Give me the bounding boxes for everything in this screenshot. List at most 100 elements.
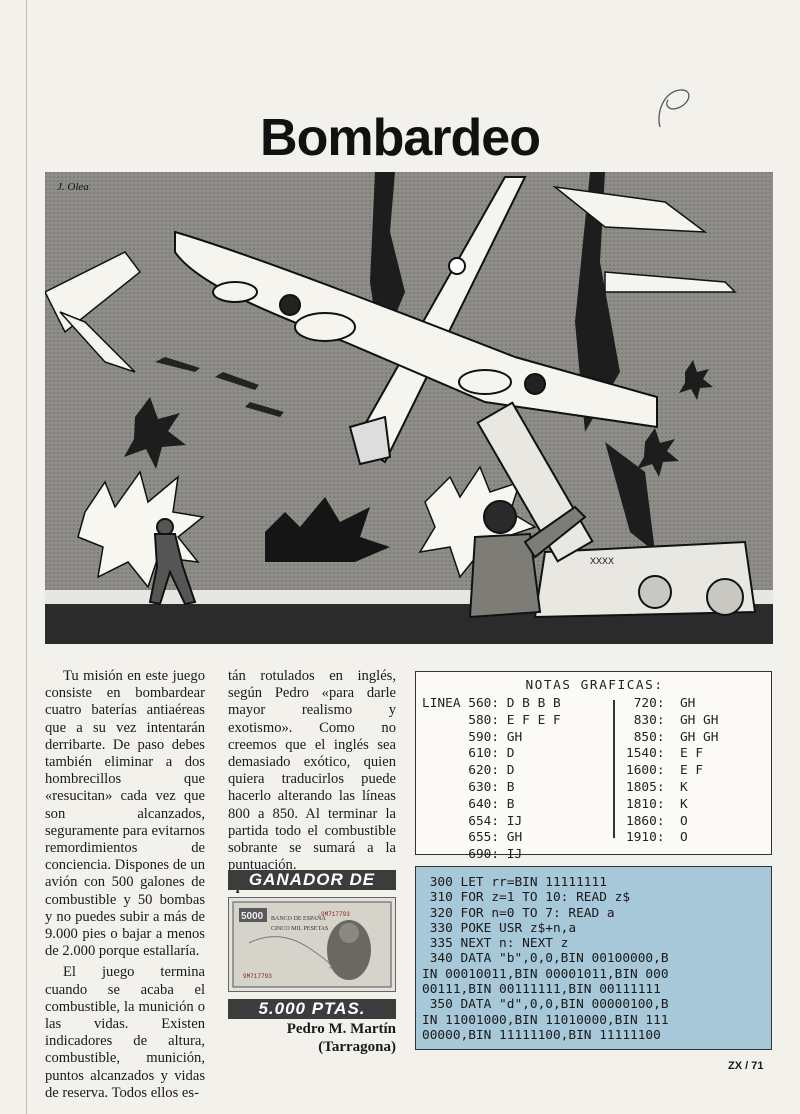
graphic-note-chars: D: [506, 763, 515, 779]
graphic-note-line: 620:: [468, 763, 507, 779]
graphic-note-row: 850: GH GH: [626, 729, 719, 747]
graphic-note-chars: GH: [506, 830, 523, 846]
graphic-note-row: 1860: O: [626, 814, 718, 831]
graphic-note-line: 720:: [626, 696, 680, 711]
code-line: IN 11001000,BIN 11010000,BIN 111: [422, 1012, 669, 1028]
code-line: 310 FOR z=1 TO 10: READ z$: [422, 890, 631, 906]
banner-top-text: GANADOR DE: [228, 870, 396, 890]
graphic-note-line: 1910:: [626, 830, 680, 846]
banknote-image: 5000 BANCO DE ESPAÑA CINCO MIL PESETAS 9…: [228, 897, 396, 992]
graphic-note-chars: O: [679, 830, 688, 846]
author-credit: Pedro M. Martín (Tarragona): [228, 1020, 396, 1056]
code-line: 00111,BIN 00111111,BIN 00111111: [422, 982, 661, 998]
graphic-note-chars: D B B B: [506, 696, 561, 711]
graphic-note-chars: GH: [679, 696, 696, 711]
graphic-note-chars: E F E F: [506, 712, 561, 728]
handwritten-mark: [658, 89, 690, 128]
soldier: [468, 500, 587, 619]
graphic-note-line: 610:: [468, 746, 507, 762]
graphic-note-line: 690:: [468, 847, 507, 863]
graphic-note-chars: K: [679, 796, 688, 812]
graphic-note-row: 654: IJ: [422, 814, 561, 831]
graphic-notes-box: NOTAS GRAFICAS: LINEA 560: D B B B 580: …: [415, 671, 772, 862]
svg-text:XXXX: XXXX: [590, 556, 614, 566]
graphic-note-row: 690: IJ: [422, 847, 561, 864]
graphic-note-row: 720: GH: [626, 696, 718, 713]
graphic-note-prefix: [422, 814, 468, 829]
graphic-note-chars: E F: [679, 746, 704, 762]
article-paragraph-1: Tu misión en este juego consiste en bomb…: [45, 668, 205, 960]
basic-listing-box: 300 LET rr=BIN 11111111 310 FOR z=1 TO 1…: [415, 866, 772, 1050]
banner-bottom-text: 5.000 PTAS.: [228, 999, 396, 1019]
graphic-note-line: 560:: [468, 696, 507, 711]
code-line: 350 DATA "d",0,0,BIN 00000100,B: [422, 997, 669, 1013]
code-line: 340 DATA "b",0,0,BIN 00100000,B: [422, 951, 669, 967]
graphic-note-prefix: [422, 713, 468, 728]
page-title: Bombardeo: [260, 109, 541, 167]
artist-signature: J. Olea: [57, 181, 89, 193]
winner-banner: GANADOR DE 5000 BANCO DE ESPAÑA CINCO MI…: [228, 870, 396, 1020]
graphic-notes-title: NOTAS GRAFICAS:: [525, 678, 664, 693]
graphic-note-chars: GH GH: [679, 712, 719, 728]
svg-text:BANCO DE ESPAÑA: BANCO DE ESPAÑA: [271, 914, 326, 922]
graphic-note-line: 830:: [626, 712, 680, 728]
graphic-note-chars: O: [679, 813, 688, 829]
graphic-note-line: 655:: [468, 830, 507, 846]
graphic-note-line: 580:: [468, 712, 507, 728]
article-paragraph-2: El juego termina cuando se acaba el comb…: [45, 964, 205, 1101]
graphic-note-row: 1600: E F: [626, 763, 718, 780]
page-binding-edge: [26, 0, 27, 1114]
war-illustration: XXXX J. Olea: [45, 172, 773, 644]
graphic-note-prefix: [422, 847, 468, 862]
code-line: 300 LET rr=BIN 11111111: [422, 875, 607, 890]
code-line: IN 00010011,BIN 00001011,BIN 000: [422, 966, 669, 982]
graphic-note-line: 630:: [468, 779, 507, 795]
page-number: ZX / 71: [728, 1060, 764, 1072]
graphic-note-row: LINEA 560: D B B B: [422, 696, 561, 713]
article-paragraph-3: tán rotulados en inglés, según Pedro «pa…: [228, 668, 396, 874]
graphic-note-row: 1910: O: [626, 830, 718, 847]
graphic-note-chars: B: [506, 796, 515, 812]
graphic-note-row: 590: GH: [422, 730, 561, 747]
article-column-1: Tu misión en este juego consiste en bomb…: [45, 668, 205, 1106]
svg-text:5000: 5000: [241, 911, 264, 922]
svg-text:9M717793: 9M717793: [321, 911, 350, 918]
graphic-note-chars: D: [506, 746, 515, 762]
graphic-note-line: 1860:: [626, 813, 680, 829]
graphic-note-chars: E F: [679, 763, 704, 779]
svg-text:9M717793: 9M717793: [243, 973, 272, 980]
graphic-note-line: 1805:: [626, 779, 680, 795]
author-city: (Tarragona): [318, 1039, 396, 1055]
graphic-note-prefix: LINEA: [422, 696, 469, 711]
graphic-notes-divider: [613, 700, 615, 838]
bomber-plane: [174, 176, 658, 466]
graphic-note-row: 580: E F E F: [422, 712, 561, 730]
code-line: 335 NEXT n: NEXT z: [422, 936, 569, 952]
graphic-note-line: 590:: [468, 729, 507, 745]
svg-text:CINCO MIL PESETAS: CINCO MIL PESETAS: [271, 926, 328, 932]
graphic-note-row: 1540: E F: [626, 746, 718, 763]
graphic-note-prefix: [422, 730, 468, 745]
graphic-note-row: 640: B: [422, 797, 561, 814]
graphic-note-line: 850:: [626, 729, 680, 745]
graphic-note-prefix: [422, 780, 468, 795]
graphic-note-prefix: [422, 763, 468, 778]
graphic-note-row: 655: GH: [422, 830, 561, 847]
graphic-note-line: 1540:: [626, 746, 680, 762]
graphic-note-row: 830: GH GH: [626, 712, 719, 730]
code-line: 330 POKE USR z$+n,a: [422, 920, 577, 936]
graphic-note-row: 610: D: [422, 746, 561, 763]
graphic-note-row: 1810: K: [626, 797, 718, 814]
graphic-note-chars: IJ: [506, 847, 523, 863]
code-line: 320 FOR n=0 TO 7: READ a: [422, 905, 615, 921]
article-column-2: tán rotulados en inglés, según Pedro «pa…: [228, 668, 396, 900]
graphic-note-prefix: [422, 797, 468, 812]
graphic-note-row: 620: D: [422, 763, 561, 780]
graphic-note-prefix: [422, 746, 468, 761]
graphic-note-chars: K: [679, 779, 688, 795]
graphic-note-prefix: [422, 830, 468, 845]
graphic-notes-left: LINEA 560: D B B B 580: E F E F 590: GH …: [422, 696, 561, 864]
graphic-note-line: 640:: [468, 796, 507, 812]
graphic-note-line: 1810:: [626, 796, 680, 812]
